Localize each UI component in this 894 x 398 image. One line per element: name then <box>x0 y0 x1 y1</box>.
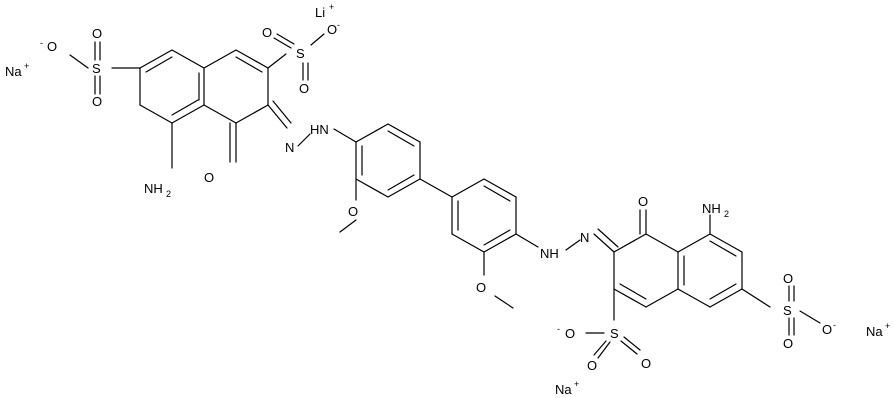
lithium-symbol: Li <box>315 5 325 20</box>
lithium-ion: Li + <box>315 2 334 20</box>
azo-nitrogen: N <box>580 230 589 245</box>
sodium-ion-right: Na + <box>866 321 890 339</box>
carbonyl-oxygen: O <box>638 194 648 209</box>
right-naphthalene <box>593 209 771 321</box>
oxygen-label: O <box>47 39 57 54</box>
sodium-charge: + <box>24 61 29 71</box>
amino-label: NH <box>144 181 163 196</box>
amino-label: NH <box>702 201 721 216</box>
right-amino: NH 2 <box>702 201 729 219</box>
sodium-charge: + <box>885 321 890 331</box>
oxide-charge: - <box>557 324 560 334</box>
oxygen-label: O <box>92 94 102 109</box>
sodium-ion-bottom: Na + <box>555 379 579 397</box>
oxygen-label: O <box>92 26 102 41</box>
sulfur-label: S <box>783 303 792 318</box>
sulfur-label: S <box>610 326 619 341</box>
biphenyl-ring-left <box>339 123 421 233</box>
amino-subscript: 2 <box>724 209 729 219</box>
biphenyl-ring-right <box>451 178 517 309</box>
left-amino: NH 2 <box>144 181 171 199</box>
oxide-charge: - <box>337 20 340 30</box>
biaryl-bond <box>419 178 453 198</box>
oxygen-label: O <box>783 336 793 351</box>
methoxy-oxygen: O <box>476 280 486 295</box>
sulfur-label: S <box>92 61 101 76</box>
oxide-charge: - <box>40 38 43 48</box>
oxygen-label: O <box>587 358 597 373</box>
oxygen-label: O <box>262 25 272 40</box>
left-sulfonate-b: S O O O - <box>262 20 340 96</box>
right-sulfonate-b: S O O O - <box>783 271 836 351</box>
sodium-ion-left: Na + <box>5 61 29 79</box>
amino-subscript: 2 <box>166 189 171 199</box>
sodium-symbol: Na <box>866 324 883 339</box>
carbonyl-oxygen: O <box>204 170 214 185</box>
azo-nitrogen: N <box>285 140 294 155</box>
oxygen-label: O <box>327 22 337 37</box>
sodium-symbol: Na <box>5 64 22 79</box>
sodium-charge: + <box>574 379 579 389</box>
hydrazone-nh: HN <box>310 122 329 137</box>
oxygen-label: O <box>641 356 651 371</box>
left-sulfonate-a: S O O - O <box>40 26 102 109</box>
sulfur-label: S <box>296 46 305 61</box>
methoxy-oxygen: O <box>348 204 358 219</box>
oxide-charge: - <box>833 320 836 330</box>
hydrazone-nh: NH <box>540 246 559 261</box>
oxygen-label: O <box>783 271 793 286</box>
sodium-symbol: Na <box>555 382 572 397</box>
oxygen-label: O <box>299 81 309 96</box>
oxygen-label: O <box>565 326 575 341</box>
lithium-charge: + <box>329 2 334 12</box>
left-naphthalene <box>111 49 292 169</box>
oxygen-label: O <box>822 322 832 337</box>
right-sulfonate-a: S - O O O <box>557 324 651 373</box>
